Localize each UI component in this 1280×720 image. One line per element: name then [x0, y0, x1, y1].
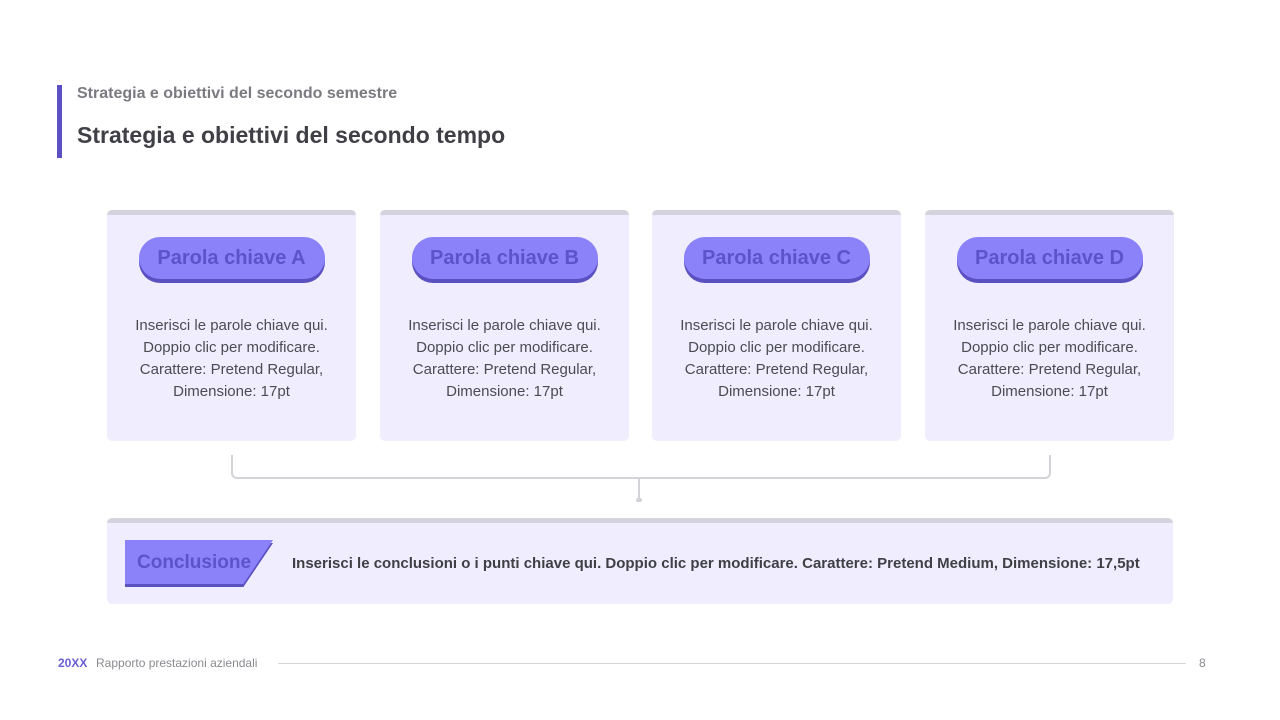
keyword-card-a: Parola chiave A Inserisci le parole chia… — [107, 210, 356, 441]
keyword-description: Inserisci le parole chiave qui. Doppio c… — [953, 317, 1146, 400]
connector-end — [636, 498, 642, 502]
footer-year: 20XX — [58, 656, 88, 670]
keyword-pill: Parola chiave B — [411, 237, 598, 279]
keyword-pill: Parola chiave D — [956, 237, 1143, 279]
slide-subtitle: Strategia e obiettivi del secondo semest… — [77, 85, 398, 102]
keyword-description: Inserisci le parole chiave qui. Doppio c… — [680, 317, 873, 400]
keyword-pill: Parola chiave A — [138, 237, 325, 279]
connector-stem — [638, 478, 640, 500]
keyword-card-c: Parola chiave C Inserisci le parole chia… — [652, 210, 901, 441]
footer-title: Rapporto prestazioni aziendali — [96, 656, 258, 670]
keyword-pill: Parola chiave C — [683, 237, 870, 279]
conclusion-text: Inserisci le conclusioni o i punti chiav… — [292, 555, 1140, 572]
slide-title: Strategia e obiettivi del secondo tempo — [77, 122, 506, 148]
keyword-description: Inserisci le parole chiave qui. Doppio c… — [408, 317, 601, 400]
conclusion-label: Conclusione — [137, 552, 252, 573]
footer-divider — [278, 663, 1186, 664]
keyword-description: Inserisci le parole chiave qui. Doppio c… — [135, 317, 328, 400]
title-accent-bar — [57, 85, 62, 158]
conclusion-box: Conclusione Inserisci le conclusioni o i… — [107, 518, 1173, 604]
keyword-card-b: Parola chiave B Inserisci le parole chia… — [380, 210, 629, 441]
keyword-card-d: Parola chiave D Inserisci le parole chia… — [925, 210, 1174, 441]
page-number: 8 — [1199, 656, 1206, 670]
connector-bracket — [231, 455, 1051, 479]
